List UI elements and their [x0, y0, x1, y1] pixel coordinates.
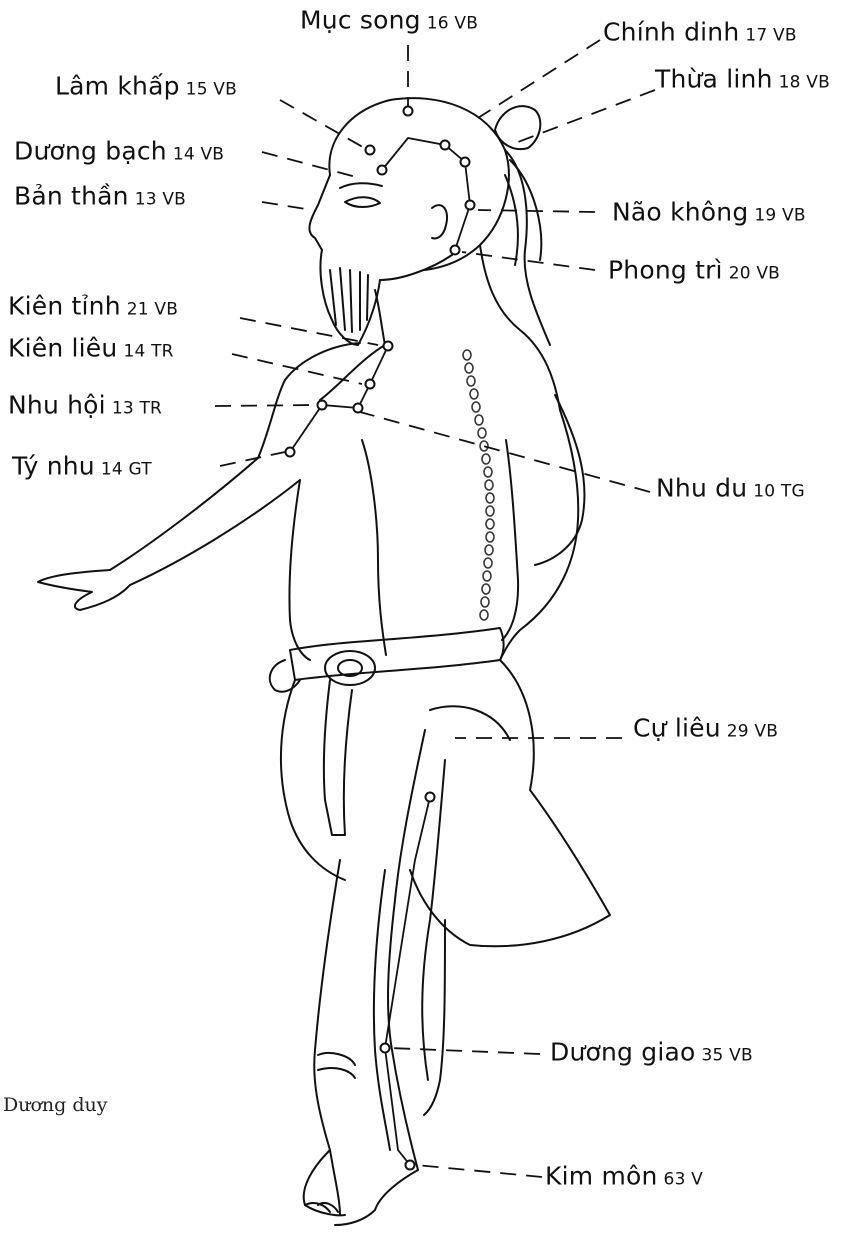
label-duong-giao: Dương giao 35 VB — [550, 1038, 753, 1067]
point-cu-lieu — [426, 793, 435, 802]
point-kien-tinh — [384, 342, 393, 351]
front-leg-outer — [314, 860, 340, 1215]
label-code: 17 VB — [745, 26, 796, 46]
label-thua-linh: Thừa linh 18 VB — [655, 65, 830, 94]
label-code: 15 VB — [186, 80, 237, 100]
point-lam-khap — [366, 146, 375, 155]
label-name: Não không — [612, 198, 748, 227]
label-code: 14 TR — [123, 342, 173, 362]
label-name: Dương bạch — [14, 137, 167, 166]
spine-vertebrae — [463, 350, 494, 620]
label-kim-mon: Kim môn 63 V — [545, 1162, 703, 1191]
label-code: 18 VB — [779, 73, 830, 93]
point-chinh-dinh — [441, 141, 450, 150]
label-code: 13 TR — [112, 399, 162, 419]
eye — [345, 197, 380, 207]
label-chinh-dinh: Chính dinh 17 VB — [603, 18, 797, 47]
label-cu-lieu: Cự liêu 29 VB — [633, 714, 778, 743]
point-duong-giao — [381, 1044, 390, 1053]
hand — [38, 570, 130, 610]
torso-front — [362, 440, 386, 655]
label-muc-song: Mục song 16 VB — [300, 6, 478, 35]
figure-caption: Dương duy — [3, 1094, 107, 1116]
label-name: Dương giao — [550, 1038, 695, 1067]
label-nhu-du: Nhu du 10 TG — [656, 474, 805, 503]
label-lam-khap: Lâm khấp 15 VB — [55, 72, 237, 101]
point-kim-mon — [406, 1161, 415, 1170]
torso-side — [289, 480, 310, 660]
label-name: Thừa linh — [655, 65, 773, 94]
skirt — [281, 680, 345, 880]
point-ty-nhu — [286, 448, 295, 457]
label-nhu-boi: Nhu hội 13 TR — [8, 391, 162, 420]
label-nao-khong: Não không 19 VB — [612, 198, 806, 227]
label-code: 63 V — [664, 1170, 703, 1190]
label-code: 13 VB — [135, 190, 186, 210]
label-phong-tri: Phong trì 20 VB — [608, 256, 780, 285]
thigh-front — [430, 706, 510, 740]
ear — [432, 205, 447, 238]
label-name: Lâm khấp — [55, 72, 180, 101]
label-name: Kiên tỉnh — [8, 292, 121, 321]
point-phong-tri — [451, 246, 460, 255]
back-leg-inner — [422, 760, 445, 1080]
label-code: 19 VB — [754, 206, 805, 226]
label-code: 14 VB — [173, 145, 224, 165]
point-duong-bach — [378, 166, 387, 175]
face-profile — [309, 175, 330, 250]
belt-knot — [325, 651, 375, 685]
point-muc-song — [404, 107, 413, 116]
label-code: 21 VB — [127, 300, 178, 320]
label-code: 35 VB — [701, 1046, 752, 1066]
label-name: Phong trì — [608, 256, 723, 285]
label-name: Nhu hội — [8, 391, 106, 420]
back-shin — [424, 920, 445, 1115]
shoulder — [258, 343, 360, 458]
point-kien-lieu — [366, 380, 375, 389]
neck-back — [480, 245, 560, 410]
label-code: 20 VB — [729, 264, 780, 284]
beard-strands — [330, 268, 368, 332]
neck-front — [375, 290, 385, 345]
label-name: Nhu du — [656, 474, 747, 503]
belt — [290, 628, 504, 680]
label-code: 16 VB — [427, 14, 478, 34]
hair-knot — [495, 106, 540, 149]
meridian-path — [290, 138, 470, 1165]
hair-tail — [505, 150, 550, 345]
leader-lines — [215, 40, 655, 1177]
arm-under — [130, 480, 300, 585]
skirt-back — [410, 660, 610, 946]
sash-left — [270, 660, 300, 692]
label-name: Kiên liêu — [8, 334, 117, 363]
label-duong-bach: Dương bạch 14 VB — [14, 137, 224, 166]
back-foot-toes — [318, 1053, 355, 1078]
label-code: 14 GT — [101, 460, 152, 480]
label-name: Mục song — [300, 6, 421, 35]
label-name: Chính dinh — [603, 18, 739, 47]
back-leg-outer — [388, 730, 425, 1170]
label-code: 29 VB — [727, 722, 778, 742]
label-code: 10 TG — [753, 482, 805, 502]
point-nhu-du — [354, 404, 363, 413]
point-nhu-boi — [318, 401, 327, 410]
point-thua-linh — [461, 158, 470, 167]
sash-hanging — [324, 680, 352, 835]
label-name: Cự liêu — [633, 714, 721, 743]
label-ban-than: Bản thần 13 VB — [14, 182, 186, 211]
back-foot — [335, 1170, 418, 1225]
point-nao-khong — [466, 201, 475, 210]
label-name: Tý nhu — [12, 452, 95, 481]
label-kien-tinh: Kiên tỉnh 21 VB — [8, 292, 178, 321]
label-name: Kim môn — [545, 1162, 658, 1191]
eyebrow — [340, 183, 382, 188]
spine-line — [502, 440, 518, 640]
label-name: Bản thần — [14, 182, 129, 211]
label-kien-lieu: Kiên liêu 14 TR — [8, 334, 174, 363]
label-ty-nhu: Tý nhu 14 GT — [12, 452, 152, 481]
